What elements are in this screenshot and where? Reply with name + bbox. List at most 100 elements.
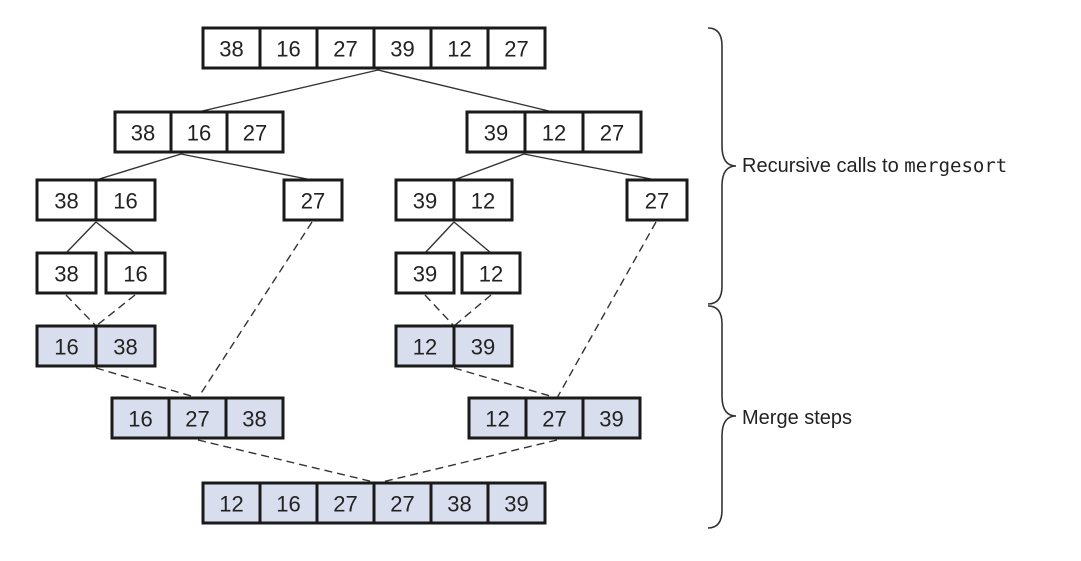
array-split-rr: 27 xyxy=(625,178,689,222)
array-cell xyxy=(429,481,490,525)
array-cell xyxy=(581,396,642,440)
array-cell-value: 27 xyxy=(504,37,528,62)
array-cell xyxy=(315,26,376,70)
array-leaf-b: 16 xyxy=(104,251,167,295)
array-split-ll: 38 16 xyxy=(35,178,157,222)
array-cell-value: 38 xyxy=(131,121,155,146)
array-merge-right: 12 27 39 xyxy=(467,396,642,440)
split-edge xyxy=(180,153,313,181)
array-cell-value: 39 xyxy=(471,335,495,360)
array-cell-value: 27 xyxy=(243,121,267,146)
array-cell-value: 16 xyxy=(54,335,78,360)
array-cell xyxy=(201,481,262,525)
split-edge xyxy=(197,69,379,113)
array-cell-value: 16 xyxy=(113,189,137,214)
array-cell xyxy=(224,396,285,440)
mergesort-code-text: mergesort xyxy=(904,155,1007,177)
array-cell xyxy=(452,178,514,222)
array-cell-value: 12 xyxy=(542,121,566,146)
array-cell xyxy=(94,324,157,368)
split-edge xyxy=(95,153,182,181)
array-cell xyxy=(581,110,643,154)
merge-edge xyxy=(424,294,455,327)
array-cell xyxy=(167,396,228,440)
merge-edge xyxy=(556,221,657,399)
merge-edge xyxy=(377,439,558,484)
merge-edge xyxy=(453,367,558,399)
merge-edge xyxy=(65,294,97,327)
array-cell xyxy=(225,110,285,154)
array-cell-value: 39 xyxy=(413,189,437,214)
array-cell-value: 38 xyxy=(54,262,78,287)
array-cell-value: 16 xyxy=(276,492,300,517)
split-edge xyxy=(453,153,525,181)
array-cell xyxy=(460,251,522,295)
array-cell xyxy=(282,178,344,222)
array-cell xyxy=(429,26,490,70)
array-leaf-a: 38 xyxy=(35,251,98,295)
array-cell-value: 39 xyxy=(413,262,437,287)
array-cell xyxy=(486,26,547,70)
recursive-calls-brace xyxy=(707,27,737,305)
merge-steps-label: Merge steps xyxy=(742,407,852,429)
merge-edge xyxy=(95,367,199,399)
array-cell xyxy=(523,110,585,154)
merge-steps-brace xyxy=(707,305,737,529)
array-cell xyxy=(394,251,456,295)
array-cell-value: 12 xyxy=(485,407,509,432)
array-cell-value: 38 xyxy=(447,492,471,517)
array-cell xyxy=(201,26,262,70)
array-cell xyxy=(35,251,98,295)
array-leaf-d: 12 xyxy=(460,251,522,295)
array-cell-value: 27 xyxy=(333,37,357,62)
array-cell-value: 16 xyxy=(123,262,147,287)
split-edge xyxy=(453,221,492,254)
array-cell-value: 39 xyxy=(504,492,528,517)
array-cell-value: 16 xyxy=(187,121,211,146)
merge-edge xyxy=(453,294,492,327)
array-cell-value: 16 xyxy=(276,37,300,62)
recursive-calls-text: Recursive calls to xyxy=(742,155,904,177)
array-cell-value: 27 xyxy=(185,407,209,432)
recursive-calls-label: Recursive calls to mergesort xyxy=(742,155,1007,177)
array-cell-value: 12 xyxy=(219,492,243,517)
array-cell-value: 27 xyxy=(301,189,325,214)
array-cell-value: 39 xyxy=(599,407,623,432)
array-cell xyxy=(35,324,98,368)
split-edge xyxy=(95,221,136,254)
array-leaf-c: 39 xyxy=(394,251,456,295)
split-edge xyxy=(377,69,554,113)
split-edge xyxy=(65,221,97,254)
array-cell xyxy=(104,251,167,295)
array-cell xyxy=(35,178,98,222)
array-cell-value: 12 xyxy=(447,37,471,62)
array-cell-value: 27 xyxy=(645,189,669,214)
array-cell-value: 38 xyxy=(113,335,137,360)
array-cell-value: 27 xyxy=(390,492,414,517)
merge-edge xyxy=(197,439,379,484)
array-cell-value: 39 xyxy=(484,121,508,146)
merge-edge xyxy=(95,294,136,327)
array-cell xyxy=(625,178,689,222)
array-cell xyxy=(110,396,171,440)
array-cell-value: 38 xyxy=(242,407,266,432)
merge-edge xyxy=(197,221,313,399)
array-cell xyxy=(467,396,528,440)
array-cell xyxy=(372,481,433,525)
array-cell xyxy=(486,481,547,525)
array-cell-value: 27 xyxy=(542,407,566,432)
array-cell xyxy=(452,324,514,368)
array-split-lr: 27 xyxy=(282,178,344,222)
array-cell-value: 39 xyxy=(390,37,414,62)
array-cell-value: 38 xyxy=(54,189,78,214)
array-cell xyxy=(94,178,157,222)
diagram-edges xyxy=(65,69,657,484)
